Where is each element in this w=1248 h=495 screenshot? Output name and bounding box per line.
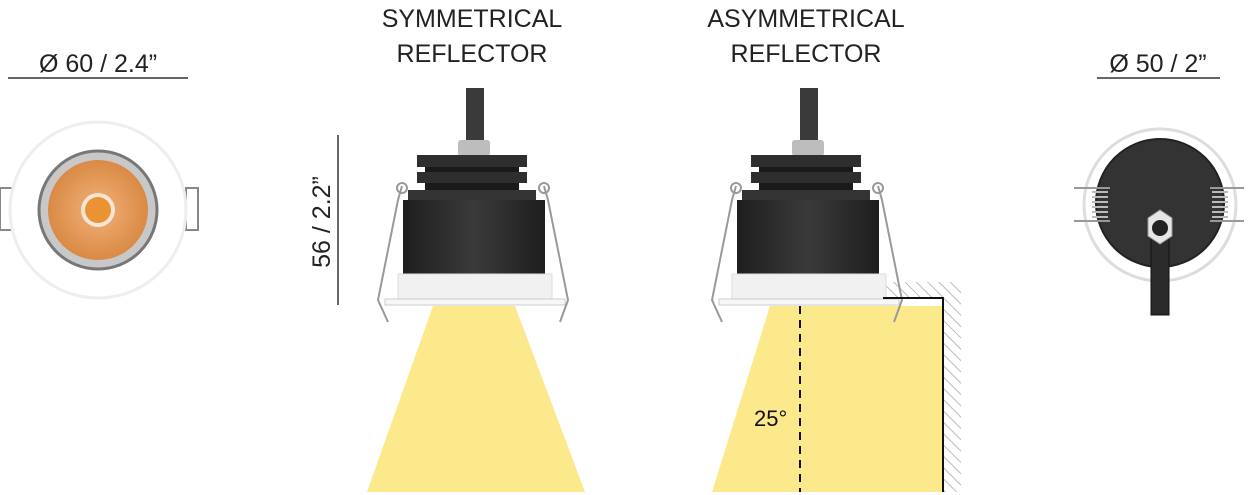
- height-label: 56 / 2.2”: [308, 176, 336, 268]
- spring-left: [1074, 187, 1110, 222]
- symmetrical-section: SYMMETRICAL REFLECTOR 56 / 2.2”: [308, 5, 585, 492]
- diameter-label-50: Ø 50 / 2”: [1109, 50, 1206, 78]
- spring-clip-right: [185, 187, 199, 231]
- ceiling-hatching: [885, 282, 943, 298]
- symmetrical-title-2: REFLECTOR: [397, 40, 548, 68]
- asymmetric-light-beam: [712, 306, 943, 492]
- spring-right: [1210, 187, 1244, 222]
- asymmetrical-section: ASYMMETRICAL REFLECTOR 25°: [707, 5, 961, 492]
- led-chip: [85, 197, 111, 223]
- wall-hatching: [943, 282, 961, 492]
- fixture-side-view: [377, 87, 569, 323]
- symmetric-light-beam: [367, 306, 585, 492]
- front-view-60mm: Ø 60 / 2.4”: [0, 50, 199, 300]
- asymmetrical-title-1: ASYMMETRICAL: [707, 5, 904, 33]
- symmetrical-title-1: SYMMETRICAL: [382, 5, 563, 33]
- asymmetrical-title-2: REFLECTOR: [731, 40, 882, 68]
- back-view-50mm: Ø 50 / 2”: [1074, 50, 1244, 316]
- diameter-label-60: Ø 60 / 2.4”: [39, 50, 157, 78]
- wall-line: [883, 297, 944, 492]
- cable-end: [1152, 220, 1168, 236]
- tilt-angle-label: 25°: [754, 406, 787, 431]
- fixture-side-view: [711, 87, 903, 323]
